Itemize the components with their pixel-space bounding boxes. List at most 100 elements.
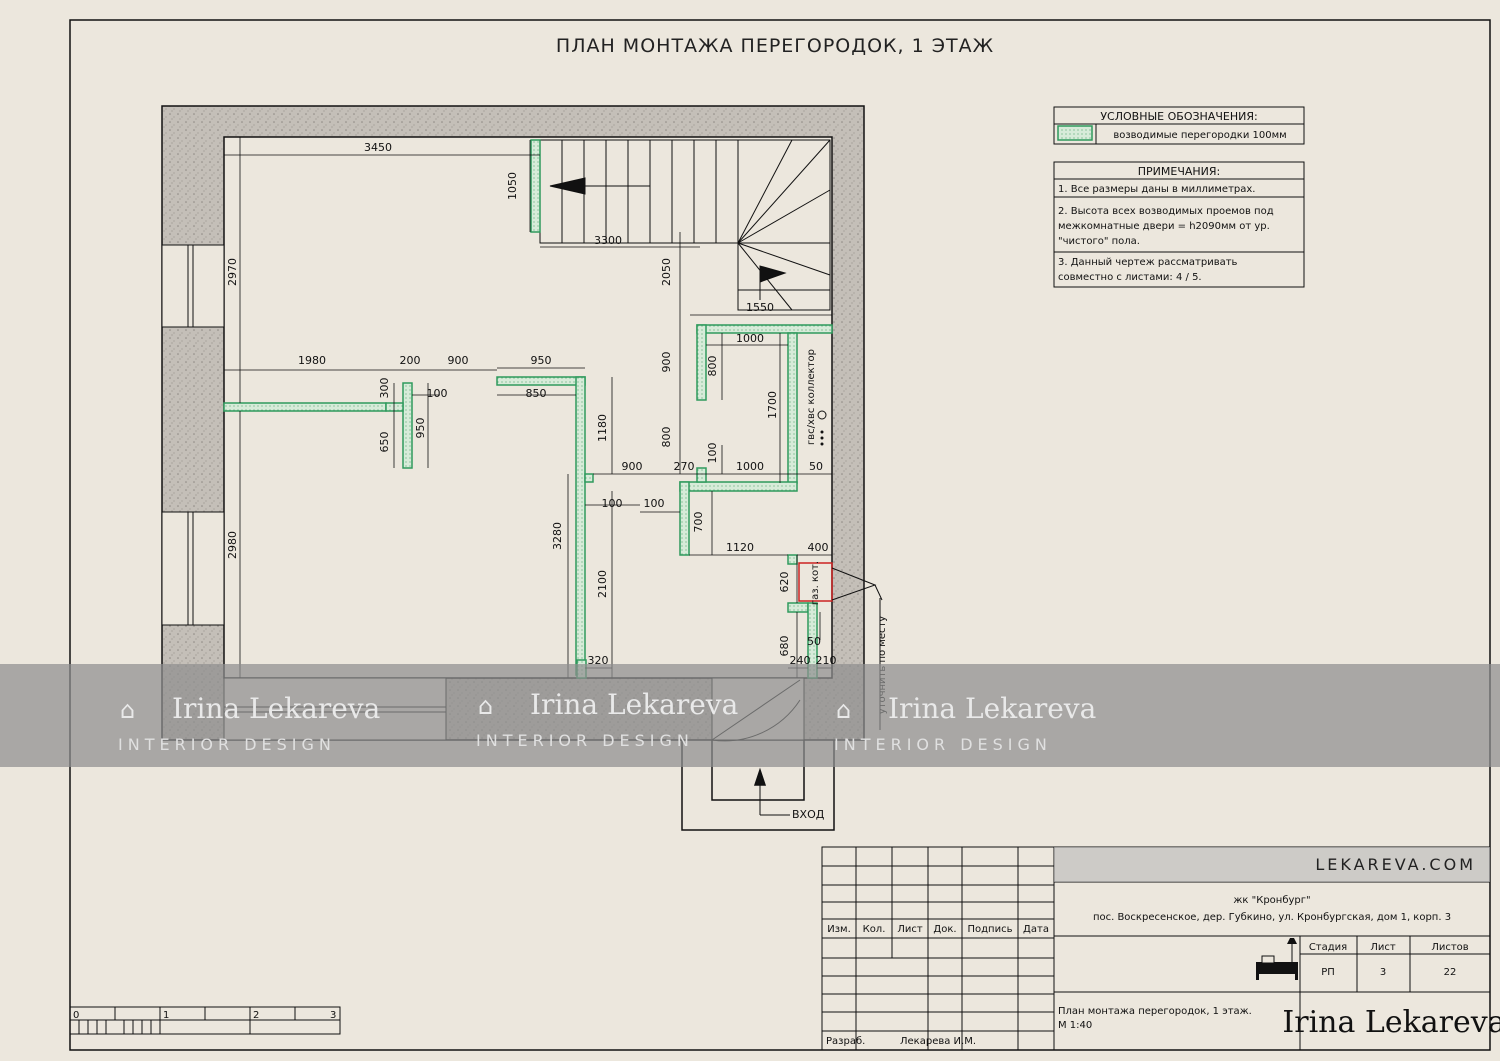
col-kol: Кол. xyxy=(863,924,886,935)
partition xyxy=(584,473,594,483)
watermark-band xyxy=(0,664,1500,767)
collector-pipe-icon xyxy=(820,436,824,440)
stair-winder xyxy=(737,242,831,276)
boiler-leader xyxy=(874,584,883,601)
bed-icon xyxy=(1256,938,1298,980)
exterior-walls xyxy=(161,105,865,741)
legend-swatch xyxy=(1057,125,1093,141)
bed-icon-lampshade xyxy=(1287,938,1297,944)
col-dok: Док. xyxy=(933,924,956,935)
dim-label: 1050 xyxy=(506,172,519,200)
partition xyxy=(787,554,798,565)
title-block xyxy=(821,846,1491,1051)
dim-label: 320 xyxy=(588,654,609,667)
dim-label: 1180 xyxy=(596,414,609,442)
scale-label-2: 2 xyxy=(253,1010,259,1021)
sheet-border xyxy=(69,19,1491,1051)
plan-title: ПЛАН МОНТАЖА ПЕРЕГОРОДОК, 1 ЭТАЖ xyxy=(556,35,994,57)
dim-label: 2050 xyxy=(660,258,673,286)
dim-label: 650 xyxy=(378,432,391,453)
watermark-logo-icon: ⌂ xyxy=(478,692,493,720)
dim-label: 100 xyxy=(602,497,623,510)
watermark-2: ⌂ Irina Lekareva INTERIOR DESIGN xyxy=(476,688,738,750)
stair-direction-arrow-icon xyxy=(549,177,586,195)
watermark-sub: INTERIOR DESIGN xyxy=(834,735,1052,754)
watermark-logo-icon: ⌂ xyxy=(836,696,851,724)
gas-boiler-label: газ. кот. xyxy=(810,561,821,605)
partition xyxy=(530,139,541,233)
site-banner xyxy=(1054,847,1490,882)
stage-value: РП xyxy=(1321,967,1335,978)
dim-label: 270 xyxy=(674,460,695,473)
stair-lower-run xyxy=(737,242,831,311)
dim-label: 800 xyxy=(660,427,673,448)
dimension-labels: 3450 1050 3300 2970 2050 1550 1000 900 8… xyxy=(226,141,837,667)
stair-winder xyxy=(737,139,793,244)
dim-label: 800 xyxy=(706,356,719,377)
dim-label: 620 xyxy=(778,572,791,593)
project-name: жк "Кронбург" xyxy=(1233,895,1310,906)
bed-icon-leg xyxy=(1295,974,1298,980)
dev-name: Лекарева И.М. xyxy=(900,1036,976,1047)
sheet-title: План монтажа перегородок, 1 этаж. xyxy=(1058,1006,1252,1017)
legend-box: УСЛОВНЫЕ ОБОЗНАЧЕНИЯ: возводимые перегор… xyxy=(1053,106,1305,145)
partition xyxy=(679,481,690,556)
stair-winder xyxy=(737,189,831,244)
project-address: пос. Воскресенское, дер. Губкино, ул. Кр… xyxy=(1093,912,1451,923)
dev-label: Разраб. xyxy=(826,1036,865,1047)
bed-icon-pillow xyxy=(1261,955,1275,964)
dim-label: 240 xyxy=(790,654,811,667)
note-2c: "чистого" пола. xyxy=(1058,236,1140,247)
notes-header: ПРИМЕЧАНИЯ: xyxy=(1138,165,1221,178)
dim-label: 2100 xyxy=(596,570,609,598)
partition xyxy=(402,382,413,469)
dim-label: 50 xyxy=(807,635,821,648)
col-list: Лист xyxy=(897,924,923,935)
dim-label: 200 xyxy=(400,354,421,367)
dim-label: 100 xyxy=(427,387,448,400)
dim-label: 850 xyxy=(526,387,547,400)
partition xyxy=(575,376,586,676)
dim-label: 3450 xyxy=(364,141,392,154)
legend-header: УСЛОВНЫЕ ОБОЗНАЧЕНИЯ: xyxy=(1100,110,1257,123)
sheets-label: Листов xyxy=(1431,942,1468,953)
entrance-arrow-icon xyxy=(753,767,767,786)
scale-label-1: 1 xyxy=(163,1010,169,1021)
dim-label: 2970 xyxy=(226,258,239,286)
porch-outline xyxy=(681,740,835,831)
partition xyxy=(679,481,798,492)
legend-item: возводимые перегородки 100мм xyxy=(1113,130,1286,141)
dim-label: 1980 xyxy=(298,354,326,367)
dim-label: 50 xyxy=(809,460,823,473)
notes-box: ПРИМЕЧАНИЯ: 1. Все размеры даны в миллим… xyxy=(1053,161,1305,288)
dim-label: 950 xyxy=(531,354,552,367)
dim-label: 1000 xyxy=(736,460,764,473)
dim-label: 100 xyxy=(644,497,665,510)
sheet-value: 3 xyxy=(1380,967,1386,978)
site-url: LEKAREVA.COM xyxy=(1315,855,1476,874)
partition xyxy=(696,324,833,334)
dim-label: 400 xyxy=(808,541,829,554)
boiler-vent xyxy=(831,567,883,601)
partitions xyxy=(223,139,833,679)
dim-label: 1700 xyxy=(766,391,779,419)
watermark-3: ⌂ Irina Lekareva INTERIOR DESIGN xyxy=(834,692,1096,754)
watermark-name: Irina Lekareva xyxy=(530,688,738,721)
dim-label: 210 xyxy=(816,654,837,667)
col-izm: Изм. xyxy=(827,924,851,935)
dim-label: 900 xyxy=(622,460,643,473)
note-2b: межкомнатные двери = h2090мм от ур. xyxy=(1058,221,1270,232)
col-podpis: Подпись xyxy=(968,924,1013,935)
partition xyxy=(787,602,809,613)
entrance-label: ВХОД xyxy=(792,808,825,821)
title-block-logo: Irina Lekareva xyxy=(1282,1005,1500,1040)
partition xyxy=(496,376,586,386)
col-data: Дата xyxy=(1023,924,1049,935)
notes-frame xyxy=(1053,161,1305,288)
partition xyxy=(696,467,707,483)
bed-icon-base xyxy=(1256,962,1298,974)
dim-label: 2980 xyxy=(226,531,239,559)
sheet-scale: М 1:40 xyxy=(1058,1020,1092,1031)
watermark-sub: INTERIOR DESIGN xyxy=(476,731,694,750)
